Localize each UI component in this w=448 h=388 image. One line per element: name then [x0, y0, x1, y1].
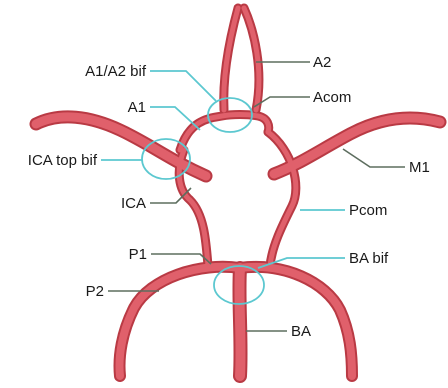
label-ica-top-bif: ICA top bif: [28, 152, 98, 169]
a1-a2-bif-leader: [150, 71, 216, 101]
m1-leader: [343, 149, 405, 167]
label-acom: Acom: [313, 89, 351, 106]
label-p2: P2: [86, 283, 104, 300]
acom-leader: [254, 97, 310, 107]
label-p1: P1: [129, 246, 147, 263]
label-ba: BA: [291, 323, 311, 340]
label-a1: A1: [128, 99, 146, 116]
label-a1-a2-bif: A1/A2 bif: [85, 63, 147, 80]
label-a2: A2: [313, 54, 331, 71]
p2-right-vessel: [240, 267, 352, 376]
label-ba-bif: BA bif: [349, 250, 389, 267]
label-pcom: Pcom: [349, 202, 387, 219]
label-ica: ICA: [121, 195, 146, 212]
p2-left-vessel: [120, 267, 240, 376]
label-m1: M1: [409, 159, 430, 176]
